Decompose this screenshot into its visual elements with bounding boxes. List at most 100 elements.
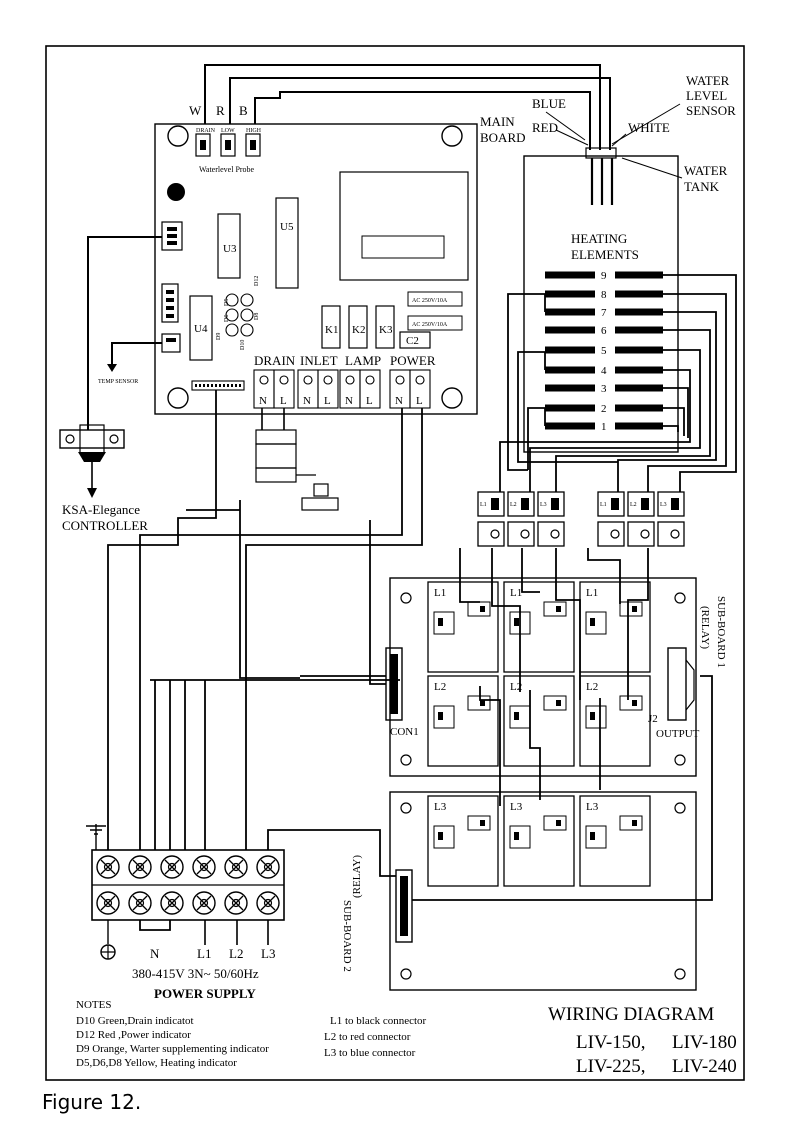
- relay-module: [427, 581, 499, 673]
- relay-k2: K2: [352, 324, 365, 336]
- relay-pin: [438, 832, 443, 840]
- note-line-3: D9 Orange, Warter supplementing indicato…: [76, 1043, 269, 1055]
- heating-element-number: 8: [601, 289, 607, 301]
- terminal-screw-cross: [132, 895, 148, 911]
- terminal-screw-cross: [196, 859, 212, 875]
- contactor-screw: [490, 529, 500, 539]
- contactor-bottom: [507, 521, 535, 547]
- terminal-screw-icon: [192, 891, 216, 915]
- led-d10-label: D10: [240, 340, 246, 350]
- contactor-screw: [550, 529, 560, 539]
- relay-module: [503, 675, 575, 767]
- heating-bar-left: [545, 290, 595, 298]
- power-terminal-block: [86, 824, 285, 960]
- contactor-label: L3: [660, 502, 667, 508]
- power-supply-title: POWER SUPPLY: [154, 986, 256, 1001]
- contactor-top: [657, 491, 685, 517]
- chip-u5: U5: [280, 221, 294, 233]
- terminal-screw-head: [167, 862, 177, 872]
- heating-bar-right: [615, 366, 663, 374]
- wire-label-blue: BLUE: [532, 96, 566, 111]
- terminal-pin-8: L: [416, 395, 423, 407]
- probe-wires: [204, 64, 611, 150]
- relay-contact: [480, 820, 485, 826]
- heating-element-number: 9: [601, 270, 607, 282]
- controller-label-2: CONTROLLER: [62, 518, 148, 533]
- contactor-top: [627, 491, 655, 517]
- sub-board-2: [389, 791, 697, 991]
- relay-label: L1: [586, 587, 598, 599]
- relay-switch: [619, 695, 643, 711]
- relay-label: L2: [586, 681, 598, 693]
- temp-sensor-label: TEMP SENSOR: [98, 379, 138, 385]
- contactor-pin: [611, 498, 619, 510]
- relay-contact: [556, 820, 561, 826]
- led-d12-label: D12: [254, 276, 260, 286]
- heating-bar-right: [615, 384, 663, 392]
- relay-module: [579, 795, 651, 887]
- relay-pin: [514, 832, 519, 840]
- relay-label: L1: [434, 587, 446, 599]
- heating-element-number: 3: [601, 383, 607, 395]
- relay-coil: [585, 825, 607, 849]
- terminal-screw-cross: [164, 895, 180, 911]
- heating-title-1: HEATING: [571, 231, 627, 246]
- terminal-screw-icon: [96, 891, 120, 915]
- figure-caption: Figure 12.: [42, 1090, 142, 1114]
- relay-label: L1: [510, 587, 522, 599]
- terminal-pin-7: N: [395, 395, 403, 407]
- relay-contact: [632, 820, 637, 826]
- relay-coil: [509, 825, 531, 849]
- contactor-top: [507, 491, 535, 517]
- relay-pin: [590, 832, 595, 840]
- terminal-screw-cross: [100, 895, 116, 911]
- led-d6-label: D6: [224, 315, 230, 322]
- heating-bar-left: [545, 271, 595, 279]
- relay-switch: [619, 815, 643, 831]
- heating-wiring: [499, 274, 737, 492]
- power-voltage: 380-415V 3N~ 50/60Hz: [132, 966, 259, 981]
- contactor-bottom: [597, 521, 625, 547]
- led-d9-label: D9: [216, 333, 222, 340]
- controller-bracket: [59, 424, 125, 498]
- heating-bar-right: [615, 308, 663, 316]
- terminal-pin-1: N: [259, 395, 267, 407]
- probe-letter-b: B: [239, 103, 248, 118]
- heating-bar-right: [615, 271, 663, 279]
- relay-label: L3: [510, 801, 523, 813]
- terminal-screw-icon: [128, 891, 152, 915]
- contactor-label: L2: [510, 502, 517, 508]
- sub-board-wiring: [369, 520, 713, 901]
- contactor-screw: [640, 529, 650, 539]
- relay-module: [503, 581, 575, 673]
- wire-label-red: RED: [532, 120, 558, 135]
- led-d5-label: D5: [224, 299, 230, 306]
- relay-pin: [590, 618, 595, 626]
- relay-switch: [467, 815, 491, 831]
- relay-label: L2: [434, 681, 446, 693]
- relay-coil: [585, 705, 607, 729]
- terminal-screw-head: [135, 898, 145, 908]
- relay-label: L3: [434, 801, 447, 813]
- chip-u4: U4: [194, 323, 208, 335]
- relay-switch: [467, 601, 491, 617]
- terminal-screw-head: [135, 862, 145, 872]
- model-liv-180: LIV-180: [672, 1032, 737, 1053]
- water-tank: [523, 147, 679, 453]
- terminal-screw-icon: [160, 855, 184, 879]
- heating-bar-right: [615, 326, 663, 334]
- connector-note-1: L1 to black connector: [330, 1015, 427, 1027]
- terminal-screw-cross: [164, 859, 180, 875]
- probe-caption: Waterlevel Probe: [199, 165, 255, 174]
- relay-pin: [438, 618, 443, 626]
- sub-board-2-title: SUB-BOARD 2: [341, 900, 353, 972]
- relay-k3: K3: [379, 324, 393, 336]
- heating-title-2: ELEMENTS: [571, 247, 639, 262]
- terminal-group-lamp: LAMP: [345, 353, 381, 368]
- notes-title: NOTES: [76, 999, 111, 1011]
- relay-switch: [543, 601, 567, 617]
- contactor-pin: [641, 498, 649, 510]
- contactor-label: L1: [480, 502, 487, 508]
